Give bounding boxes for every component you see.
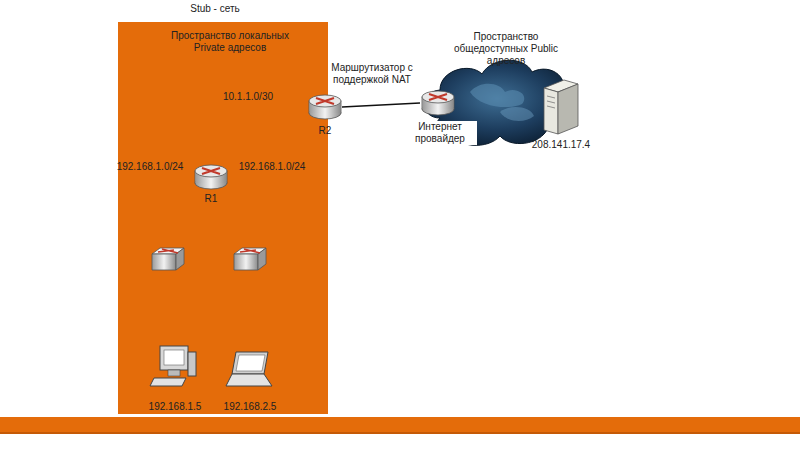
- pc-node: 192.168.1.5: [150, 345, 200, 387]
- switch-icon: [158, 249, 178, 253]
- pc-icon: [150, 378, 186, 386]
- laptop-icon: [232, 352, 268, 374]
- network-link: [342, 103, 420, 107]
- region-caption: Пространство общедоступных Public адресо…: [436, 31, 576, 67]
- router-icon: [429, 94, 447, 100]
- laptop-icon: [236, 355, 265, 371]
- laptop-node: 192.168.2.5: [225, 351, 275, 387]
- server-icon: [544, 88, 558, 134]
- network-title: Stub - сеть: [165, 3, 265, 15]
- switch-icon: [176, 248, 184, 270]
- pc-icon: [168, 370, 180, 376]
- router-node: Маршрутизатор с поддержкой NATR2: [308, 92, 342, 122]
- internet-cloud: [500, 107, 534, 121]
- ip-address: 192.168.1.5: [130, 401, 220, 413]
- footer-line: [0, 432, 800, 434]
- pc-icon: [150, 346, 196, 386]
- router-icon: [202, 168, 220, 174]
- private-region: Stub - сетьПространство локальных Privat…: [118, 22, 328, 414]
- pc-icon: [188, 352, 196, 376]
- switch-icon: [240, 249, 260, 253]
- ip-address: 208.141.17.4: [516, 139, 606, 151]
- switch-icon: [258, 248, 266, 270]
- subnet-label: 10.1.1.0/30: [223, 91, 273, 103]
- internet-cloud: [470, 84, 524, 107]
- pc-icon: [164, 350, 184, 365]
- switch-icon: [152, 254, 176, 270]
- router-icon: [422, 91, 454, 103]
- server-icon: [547, 96, 555, 108]
- ip-address: 192.168.2.5: [205, 401, 295, 413]
- server-icon: [558, 84, 578, 134]
- private-region: [118, 22, 328, 414]
- router-icon: [309, 95, 341, 119]
- subnet-label: 192.168.1.0/24: [239, 161, 306, 173]
- router-icon: [195, 165, 227, 189]
- laptop-icon: [226, 352, 272, 386]
- router-node: Интернет провайдер: [420, 88, 456, 118]
- switch-icon: [234, 248, 266, 270]
- provider-caption: Интернет провайдер: [403, 121, 477, 145]
- region-caption: Пространство локальных Private адресов: [160, 30, 300, 54]
- switch-icon: [234, 254, 258, 270]
- router-caption: Маршрутизатор с поддержкой NAT: [317, 62, 427, 86]
- router-node: R1: [194, 162, 228, 192]
- footer-band: [0, 417, 800, 432]
- server-node: 208.141.17.4: [542, 80, 580, 135]
- laptop-icon: [226, 374, 272, 386]
- device-name: R2: [305, 125, 345, 137]
- router-icon: [195, 165, 227, 177]
- router-icon: [422, 91, 454, 115]
- device-name: R1: [191, 193, 231, 205]
- pc-icon: [160, 346, 188, 370]
- switch-icon: [152, 248, 184, 270]
- subnet-label: 192.168.1.0/24: [117, 161, 184, 173]
- server-icon: [544, 80, 578, 134]
- router-icon: [316, 98, 334, 104]
- router-icon: [309, 95, 341, 107]
